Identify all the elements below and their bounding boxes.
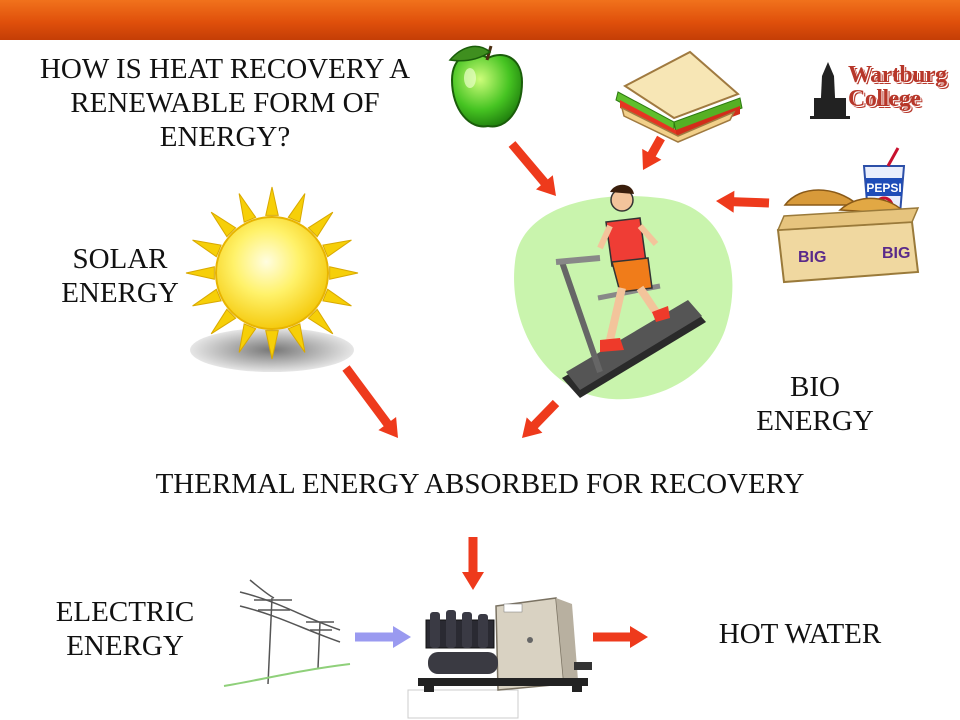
sun-ray bbox=[210, 308, 237, 335]
sun-ray bbox=[287, 193, 306, 223]
sun-ray bbox=[238, 323, 257, 353]
slide-title: HOW IS HEAT RECOVERY A RENEWABLE FORM OF… bbox=[39, 53, 411, 153]
electric-energy-label: ELECTRIC ENERGY bbox=[55, 596, 195, 662]
sun-ray bbox=[322, 239, 352, 258]
arrow-food-to-runner bbox=[716, 190, 770, 213]
sun-ray bbox=[329, 266, 359, 280]
power-lines-icon bbox=[223, 579, 351, 687]
thermal-energy-label: THERMAL ENERGY ABSORBED FOR RECOVERY bbox=[155, 468, 805, 500]
cup-brand-text: PEPSI bbox=[866, 181, 901, 195]
tower-icon bbox=[810, 62, 850, 119]
sun-ray bbox=[192, 288, 222, 307]
sun-ray bbox=[210, 211, 237, 238]
arrow-apple-to-runner bbox=[508, 141, 556, 196]
box-text-right: BIG bbox=[882, 245, 910, 262]
flow-arrows bbox=[342, 135, 770, 648]
sun-ray bbox=[265, 330, 279, 360]
arrow-chiller-to-hot-water bbox=[593, 626, 648, 648]
arrow-sun-to-thermal bbox=[342, 365, 398, 438]
sun-ray bbox=[185, 266, 215, 280]
sun-ray bbox=[307, 211, 334, 238]
sun-ray bbox=[287, 323, 306, 353]
sun-icon bbox=[185, 186, 359, 372]
top-accent-bar bbox=[0, 0, 960, 40]
sun-ray bbox=[265, 186, 279, 216]
sandwich-icon bbox=[615, 50, 743, 143]
wartburg-college-logo: Wartburg College bbox=[808, 58, 947, 122]
sun-ray bbox=[238, 193, 257, 223]
sun-ray bbox=[192, 239, 222, 258]
bio-energy-label: BIO ENERGY bbox=[756, 371, 874, 437]
logo-wordmark-line1: Wartburg bbox=[848, 62, 947, 88]
hot-water-label: HOT WATER bbox=[718, 618, 882, 650]
apple-icon bbox=[448, 45, 524, 128]
heat-recovery-chiller-icon bbox=[407, 597, 592, 719]
box-text-left: BIG bbox=[798, 249, 826, 266]
logo-wordmark-line2: College bbox=[848, 86, 921, 112]
fast-food-meal-icon: PEPSI BIG BIG bbox=[776, 145, 928, 285]
sun-ray bbox=[307, 308, 334, 335]
arrow-sandwich-to-runner bbox=[642, 135, 665, 170]
arrow-thermal-to-chiller bbox=[462, 537, 484, 590]
sun-ray bbox=[322, 288, 352, 307]
treadmill-runner-icon bbox=[514, 184, 733, 400]
arrow-runner-to-thermal bbox=[522, 399, 560, 438]
solar-energy-label: SOLAR ENERGY bbox=[61, 243, 179, 309]
arrow-electric-to-chiller bbox=[355, 626, 411, 648]
